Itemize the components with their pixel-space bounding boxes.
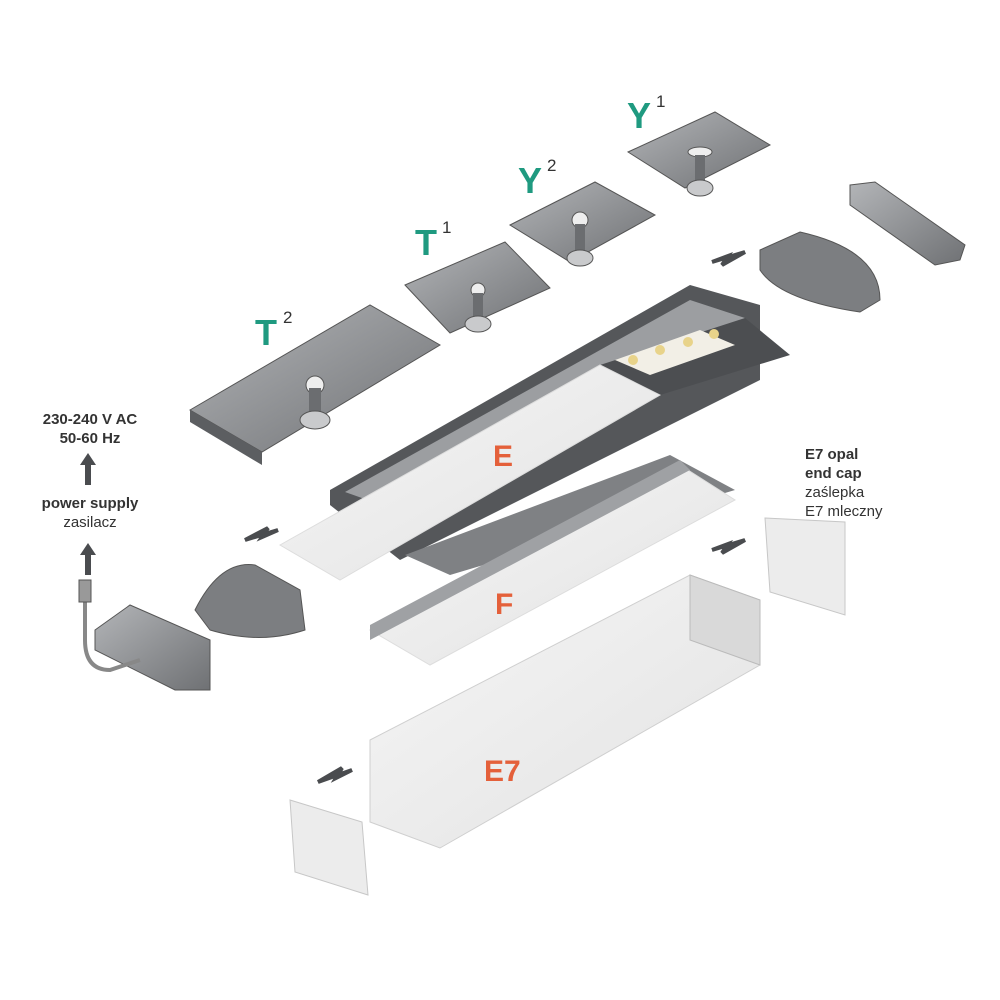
label-y2-sup: 2	[547, 156, 557, 175]
end-cap-left-with-cable	[78, 564, 306, 691]
mounting-clip-t1	[404, 241, 551, 334]
label-t2: T	[255, 312, 277, 353]
label-t1: T	[415, 222, 437, 263]
power-supply-title: power supply	[41, 495, 139, 512]
label-t2-sup: 2	[283, 308, 293, 327]
label-f: F	[495, 588, 514, 621]
arrow-up-icon	[80, 543, 96, 575]
opal-end-cap-right	[764, 517, 846, 616]
label-y1: Y	[627, 95, 652, 136]
mounting-clip-y2	[508, 181, 657, 267]
arrow-up-icon	[80, 453, 96, 485]
power-supply-label: power supply zasilacz	[25, 494, 155, 532]
end-cap-line1: E7 opal	[805, 446, 859, 463]
voltage-text: 230-240 V AC	[42, 411, 138, 428]
label-y2: Y	[518, 160, 543, 201]
profile-f	[368, 455, 736, 666]
arrow-icon	[711, 250, 746, 267]
mounting-clip-t2	[189, 304, 441, 465]
power-supply-title-pl: zasilacz	[63, 514, 117, 531]
mounting-clip-y1	[626, 111, 772, 197]
arrow-icon	[316, 766, 353, 784]
end-cap-line4: E7 mleczny	[805, 503, 883, 520]
frequency-text: 50-60 Hz	[59, 430, 121, 447]
label-e: E	[493, 440, 514, 473]
arrow-icon	[711, 538, 746, 555]
power-spec: 230-240 V AC 50-60 Hz	[25, 410, 155, 448]
end-cap-line2: end cap	[805, 465, 862, 482]
label-y1-sup: 1	[656, 92, 666, 111]
label-e7: E7	[484, 755, 521, 788]
end-cap-label: E7 opal end cap zaślepka E7 mleczny	[805, 445, 883, 521]
arrows	[80, 250, 746, 784]
arrow-icon	[244, 526, 279, 542]
end-cap-right	[759, 181, 966, 313]
opal-end-cap-left	[289, 799, 369, 896]
profile-e7	[369, 574, 761, 849]
diffuser-strip	[278, 364, 662, 581]
end-cap-line3: zaślepka	[805, 484, 865, 501]
label-t1-sup: 1	[442, 218, 452, 237]
